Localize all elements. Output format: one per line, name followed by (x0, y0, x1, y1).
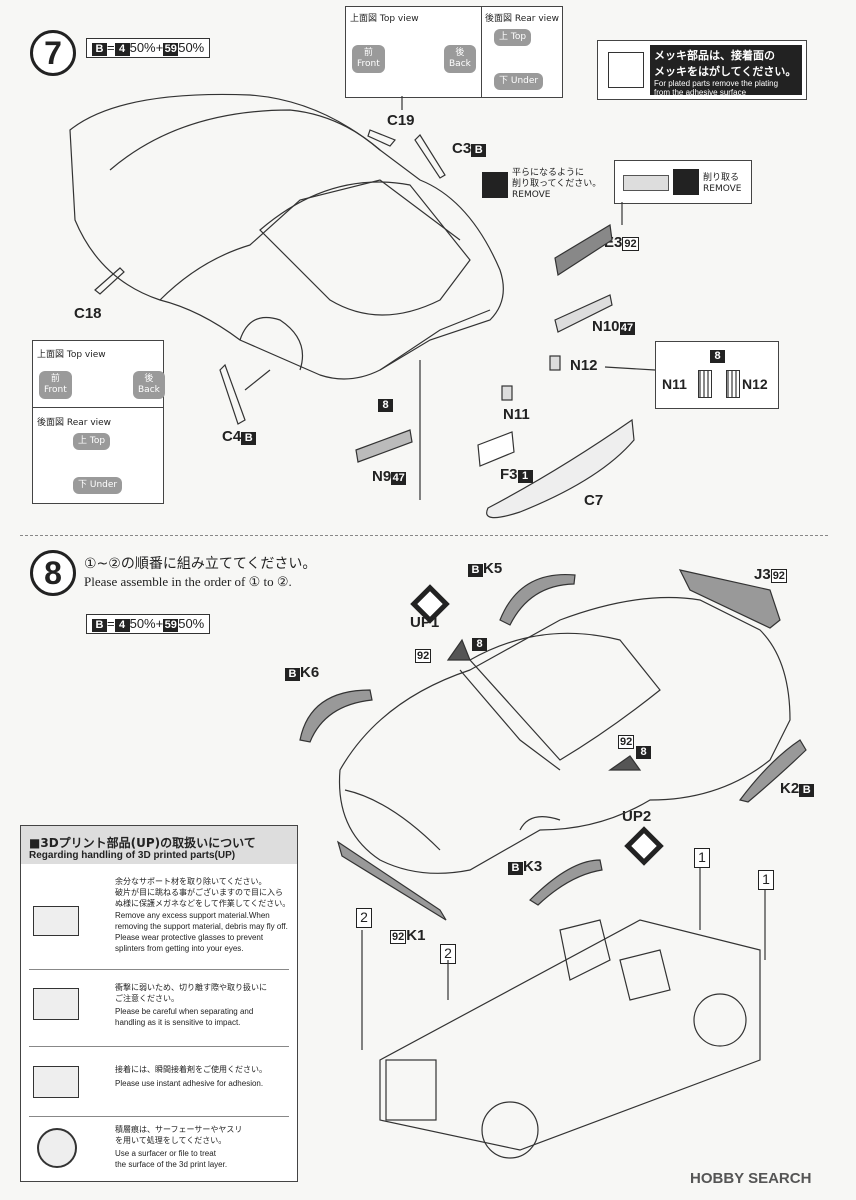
step8-instruction-jp: ①~②の順番に組み立ててください。 (84, 556, 317, 572)
rear-view-title: 後面図 Rear view (485, 14, 560, 24)
n11-n12-inset: 8 N11 N12 (655, 341, 779, 409)
top-view-title: 上面図 Top view (350, 14, 419, 24)
label-c18: C18 (74, 305, 102, 322)
label-up2: UP2 (622, 808, 652, 825)
handling-title-jp: ■3Dプリント部品(UP)の取扱いについて (29, 836, 256, 850)
plating-icon (608, 52, 644, 88)
under-pill: 下 Under (494, 73, 544, 90)
plating-en2: from the adhesive surface (654, 88, 747, 97)
label-tag8: 8 (378, 395, 393, 413)
label-up1: UP1 (410, 614, 440, 631)
plating-jp2: メッキをはがしてください。 (654, 65, 797, 78)
step-marker-1a: 1 (694, 848, 710, 868)
step-8-number: 8 (30, 550, 76, 596)
label-up2-tag: 92 (618, 735, 635, 749)
label-c19: C19 (387, 112, 415, 129)
plating-note-box: メッキ部品は、接着面の メッキをはがしてください。 For plated par… (597, 40, 807, 100)
step-7-number: 7 (30, 30, 76, 76)
label-n9: N947 (372, 468, 407, 485)
label-up2-tag2: 8 (636, 742, 651, 760)
label-n10: N1047 (592, 318, 635, 335)
label-n12: N12 (570, 357, 598, 374)
plating-en1: For plated parts remove the plating (654, 79, 779, 88)
handling-title-en: Regarding handling of 3D printed parts(U… (29, 850, 236, 861)
label-c7: C7 (584, 492, 604, 509)
plating-jp1: メッキ部品は、接着面の (654, 49, 775, 62)
step-marker-2a: 2 (356, 908, 372, 928)
top-pill: 上 Top (494, 29, 532, 46)
3d-handling-box: ■3Dプリント部品(UP)の取扱いについて Regarding handling… (20, 825, 298, 1182)
handling-item-1: 余分なサポート材を取り除いてください。 破片が目に跳ねる事がございますので目に入… (27, 876, 291, 960)
file-icon (482, 172, 508, 198)
label-up1-tag2: 92 (415, 649, 432, 663)
watermark: HOBBY SEARCH (690, 1170, 812, 1187)
handling-item-4: 積層痕は、サーフェーサーやヤスリ を用いて処理をしてください。 Use a su… (27, 1122, 291, 1178)
step8-instruction-en: Please assemble in the order of ① to ②. (84, 574, 292, 589)
label-up1-tag: 8 (472, 634, 487, 652)
step-marker-1b: 1 (758, 870, 774, 890)
label-n11: N11 (503, 406, 530, 423)
handling-item-3: 接着には、瞬間接着剤をご使用ください。 Please use instant a… (27, 1054, 291, 1114)
handling-item-2: 衝撃に弱いため、切り離す際や取り扱いに ご注意ください。 Please be c… (27, 978, 291, 1038)
file-icon-2 (673, 169, 699, 195)
